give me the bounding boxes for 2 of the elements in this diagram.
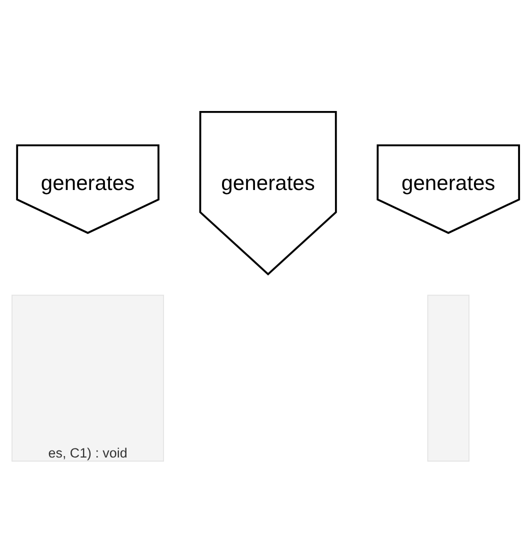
node-box bbox=[427, 294, 470, 462]
node-box: es, C1) : void bbox=[12, 294, 164, 462]
